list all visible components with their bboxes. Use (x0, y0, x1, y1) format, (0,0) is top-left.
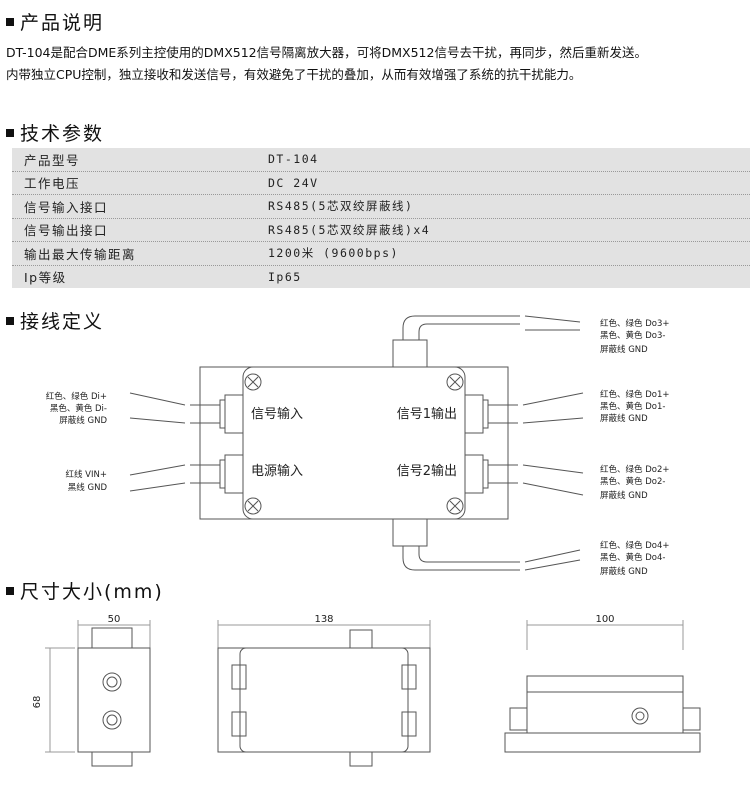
wire-label: 屏蔽线 GND (600, 490, 648, 501)
wire-label: 红色、绿色 Do4+ (600, 540, 669, 551)
screw-icon (446, 497, 464, 515)
dim-length: 138 (314, 614, 333, 625)
wire-label: 黑色、黄色 Do1- (600, 401, 665, 412)
spec-row: 信号输出接口 RS485(5芯双绞屏蔽线)x4 (12, 219, 750, 242)
spec-row: 输出最大传输距离 1200米 (9600bps) (12, 242, 750, 266)
port-signal-input: 信号输入 (251, 406, 303, 422)
spec-label: 工作电压 (24, 176, 81, 192)
section-title-wiring: 接线定义 (6, 307, 104, 334)
front-view-drawing (504, 620, 701, 753)
spec-row: Ip等级 Ip65 (12, 266, 750, 289)
wire-label: 屏蔽线 GND (600, 413, 648, 424)
bullet-icon (6, 586, 14, 595)
wire-label: 屏蔽线 GND (59, 415, 107, 426)
wire-label: 黑色、黄色 Di- (50, 403, 107, 414)
wire-label: 红线 VIN+ (65, 469, 107, 480)
dim-side-width: 50 (108, 614, 121, 625)
intro-title: 产品说明 (20, 12, 105, 34)
port-output-2: 信号2输出 (397, 463, 457, 479)
spec-row: 工作电压 DC 24V (12, 172, 750, 195)
dim-front-width: 100 (595, 614, 614, 625)
wiring-title: 接线定义 (20, 311, 105, 333)
bullet-icon (6, 17, 14, 26)
wire-label: 黑色、黄色 Do4- (600, 552, 665, 563)
wiring-diagram (129, 315, 584, 571)
spec-value: RS485(5芯双绞屏蔽线) (268, 199, 414, 214)
screw-icon (244, 373, 262, 391)
spec-row: 产品型号 DT-104 (12, 148, 750, 172)
wire-label: 黑色、黄色 Do2- (600, 476, 665, 487)
spec-value: Ip65 (268, 269, 302, 284)
wire-label: 红色、绿色 Do2+ (600, 464, 669, 475)
section-title-dimensions: 尺寸大小(mm) (6, 577, 164, 604)
side-view-drawing (45, 620, 151, 767)
section-title-specs: 技术参数 (6, 119, 104, 146)
dim-height: 68 (32, 696, 43, 709)
port-power-input: 电源输入 (251, 463, 303, 479)
dimensions-title: 尺寸大小(mm) (20, 581, 164, 603)
intro-line-1: DT-104是配合DME系列主控使用的DMX512信号隔离放大器，可将DMX51… (6, 45, 647, 60)
spec-value: 1200米 (9600bps) (268, 246, 399, 261)
wire-label: 红色、绿色 Do3+ (600, 318, 669, 329)
bullet-icon (6, 316, 14, 325)
wire-label: 屏蔽线 GND (600, 344, 648, 355)
port-output-1: 信号1输出 (397, 406, 457, 422)
spec-table: 产品型号 DT-104 工作电压 DC 24V 信号输入接口 RS485(5芯双绞屏蔽… (12, 148, 750, 288)
spec-label: 信号输入接口 (24, 199, 109, 215)
specs-title: 技术参数 (20, 123, 105, 145)
intro-line-2: 内带独立CPU控制，独立接收和发送信号，有效避免了干扰的叠加，从而有效增强了系统… (6, 67, 582, 82)
top-view-drawing (217, 620, 431, 767)
spec-value: DT-104 (268, 152, 319, 167)
spec-value: DC 24V (268, 175, 319, 190)
spec-value: RS485(5芯双绞屏蔽线)x4 (268, 222, 431, 237)
section-title-intro: 产品说明 (6, 8, 104, 35)
spec-label: Ip等级 (24, 270, 67, 286)
screw-icon (446, 373, 464, 391)
spec-label: 输出最大传输距离 (24, 246, 137, 262)
wire-label: 红色、绿色 Do1+ (600, 389, 669, 400)
bullet-icon (6, 128, 14, 137)
wire-label: 红色、绿色 Di+ (46, 391, 107, 402)
spec-label: 产品型号 (24, 152, 81, 168)
wire-label: 黑色、黄色 Do3- (600, 330, 665, 341)
wire-label: 黑线 GND (68, 482, 108, 493)
wire-label: 屏蔽线 GND (600, 566, 648, 577)
spec-label: 信号输出接口 (24, 223, 109, 239)
spec-row: 信号输入接口 RS485(5芯双绞屏蔽线) (12, 195, 750, 219)
screw-icon (244, 497, 262, 515)
